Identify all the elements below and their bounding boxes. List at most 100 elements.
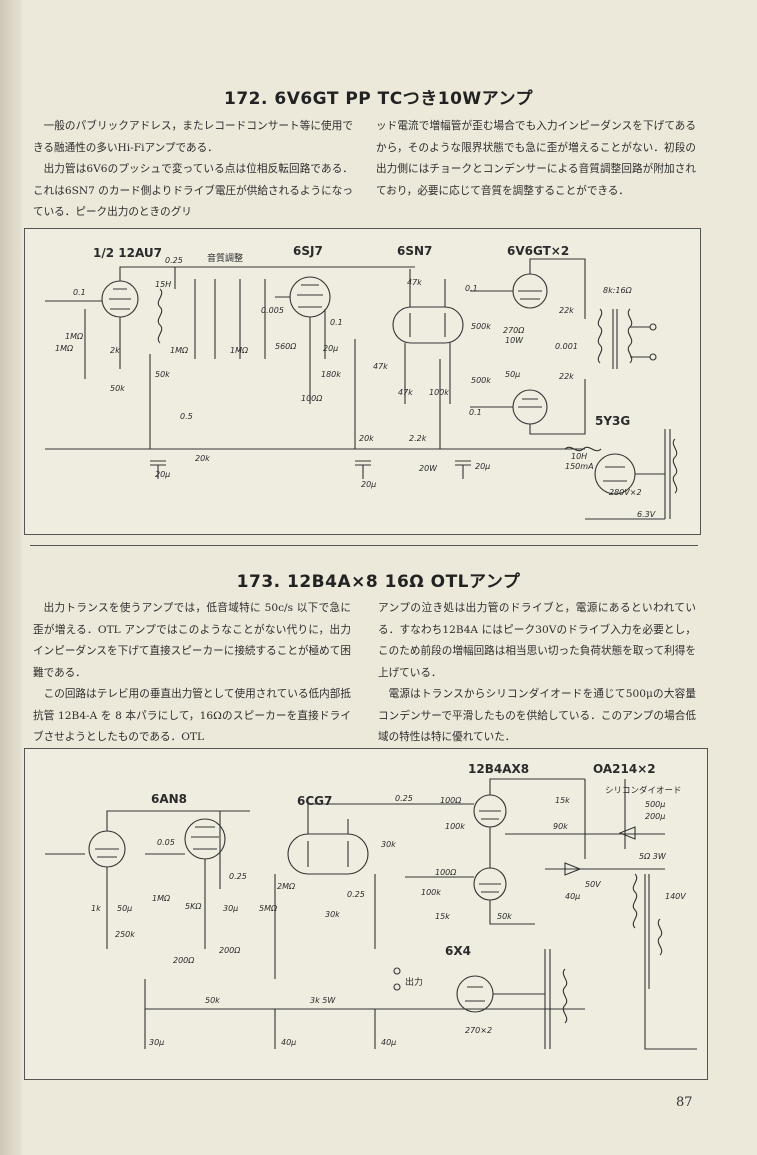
value-label: 30k [381, 840, 396, 849]
value-label: 40μ [565, 892, 580, 901]
value-label: 40μ [381, 1038, 396, 1047]
section-173-right-column: アンプの泣き処は出力管のドライブと，電源にあるといわれている．すなわち12B4A… [378, 598, 696, 749]
value-label: 20W [419, 464, 438, 473]
value-label: 250k [115, 930, 135, 939]
tube-6an8-pentode-symbol [184, 818, 226, 860]
tube-label-6cg7: 6CG7 [297, 794, 332, 808]
value-label: 180k [321, 370, 341, 379]
section-173-title: 173. 12B4A×8 16Ω OTLアンプ [236, 572, 521, 592]
tube-6x4-symbol [456, 975, 494, 1013]
value-label: 1k [91, 904, 101, 913]
section-172-title: 172. 6V6GT PP TCつき10Wアンプ [224, 89, 533, 109]
value-label: 0.25 [347, 890, 365, 899]
tube-label-6x4: 6X4 [445, 944, 471, 958]
tone-control-label: 音質調整 [207, 252, 243, 264]
book-binding-shadow [0, 0, 22, 1155]
section-173-paragraph-1: 出力トランスを使うアンプでは，低音域特に 50c/s 以下で急に歪が増える．OT… [33, 602, 351, 679]
output-label: 出力 [405, 976, 423, 988]
value-label: 1MΩ [152, 894, 171, 903]
value-label: 0.001 [555, 342, 578, 351]
section-divider [30, 545, 698, 546]
value-label: 100k [429, 388, 449, 397]
section-172-paragraph-2: 出力管は6V6のプッシュで変っている点は位相反転回路である．これは6SN7 のカ… [33, 163, 353, 218]
schematic-172: 1/2 12AU7 6SJ7 6SN7 6V6GT×2 5Y3G 音質調整 0.… [45, 244, 678, 520]
schematic-172-panel: 1/2 12AU7 6SJ7 6SN7 6V6GT×2 5Y3G 音質調整 0.… [24, 228, 701, 535]
schematic-172-component-values: 0.1 0.25 15H 1MΩ 1MΩ 2k 50k 1MΩ 1MΩ 0.00… [55, 256, 656, 519]
value-label: 20k [195, 454, 210, 463]
diode-label: シリコンダイオード [605, 785, 682, 796]
value-label: 20μ [155, 470, 170, 479]
value-label: 1MΩ [230, 346, 249, 355]
tube-6cg7-symbol [287, 833, 369, 875]
value-label: 50k [155, 370, 170, 379]
value-label: 270Ω [503, 326, 525, 335]
value-label: 100Ω [440, 796, 462, 805]
value-label: 15k [555, 796, 570, 805]
value-label: 30k [325, 910, 340, 919]
value-label: 0.25 [165, 256, 183, 265]
value-label: 500k [471, 376, 491, 385]
value-label: 2k [110, 346, 120, 355]
value-label: 10W [505, 336, 524, 345]
value-label: 0.1 [469, 408, 482, 417]
value-label: 270×2 [465, 1026, 492, 1035]
page-number: 87 [676, 1095, 693, 1110]
section-172-right-column: ッド電流で増幅管が歪む場合でも入力インピーダンスを下げてあるから，そのような限界… [376, 116, 696, 202]
tube-label-6an8: 6AN8 [151, 792, 187, 806]
value-label: 100Ω [301, 394, 323, 403]
value-label: 5Ω 3W [639, 852, 667, 861]
section-172-paragraph-3: ッド電流で増幅管が歪む場合でも入力インピーダンスを下げてあるから，そのような限界… [376, 120, 696, 197]
value-label: 6.3V [637, 510, 656, 519]
value-label: 50V [585, 880, 601, 889]
tube-label-oa214: OA214×2 [593, 762, 656, 776]
value-label: 20μ [475, 462, 490, 471]
value-label: 30μ [149, 1038, 164, 1047]
section-173-paragraph-2: この回路はテレビ用の垂直出力管として使用されている低内部抵抗管 12B4-A を… [33, 688, 351, 743]
tube-label-6sn7: 6SN7 [397, 244, 432, 258]
tube-label-5y3g: 5Y3G [595, 414, 630, 428]
tube-6sn7-symbol [392, 306, 464, 344]
value-label: 22k [559, 306, 574, 315]
value-label: 10H [571, 452, 587, 461]
value-label: 22k [559, 372, 574, 381]
value-label: 560Ω [275, 342, 297, 351]
value-label: 0.25 [395, 794, 413, 803]
schematic-173: 6AN8 6CG7 12B4AX8 OA214×2 6X4 シリコンダイオード … [45, 762, 697, 1050]
value-label: 15k [435, 912, 450, 921]
value-label: 47k [407, 278, 422, 287]
section-172-left-column: 一般のパブリックアドレス，またレコードコンサート等に使用できる融通性の多いHi-… [33, 116, 353, 224]
value-label: 40μ [281, 1038, 296, 1047]
value-label: 1MΩ [65, 332, 84, 341]
value-label: 200Ω [219, 946, 241, 955]
section-173-paragraph-3: アンプの泣き処は出力管のドライブと，電源にあるといわれている．すなわち12B4A… [378, 602, 696, 679]
value-label: 8k:16Ω [603, 286, 633, 295]
value-label: 3k 5W [310, 996, 336, 1005]
value-label: 140V [665, 892, 686, 901]
value-label: 47k [398, 388, 413, 397]
value-label: 50k [205, 996, 220, 1005]
value-label: 0.1 [73, 288, 86, 297]
section-172-paragraph-1: 一般のパブリックアドレス，またレコードコンサート等に使用できる融通性の多いHi-… [33, 120, 353, 154]
value-label: 20k [359, 434, 374, 443]
value-label: 0.5 [180, 412, 193, 421]
value-label: 20μ [361, 480, 376, 489]
value-label: 50k [497, 912, 512, 921]
tube-label-12b4a: 12B4AX8 [468, 762, 529, 776]
value-label: 500k [471, 322, 491, 331]
value-label: 500μ [645, 800, 665, 809]
value-label: 50μ [117, 904, 132, 913]
value-label: 15H [155, 280, 171, 289]
value-label: 0.005 [261, 306, 284, 315]
tube-label-12au7: 1/2 12AU7 [93, 246, 162, 260]
section-173-left-column: 出力トランスを使うアンプでは，低音域特に 50c/s 以下で急に歪が増える．OT… [33, 598, 351, 749]
value-label: 0.05 [157, 838, 175, 847]
schematic-173-component-values: 0.05 1MΩ 1k 50μ 250k 5KΩ 0.25 30μ 5MΩ 2M… [91, 794, 686, 1047]
section-173-paragraph-4: 電源はトランスからシリコンダイオードを通じて500μの大容量コンデンサーで平滑し… [378, 688, 696, 743]
value-label: 5KΩ [185, 902, 202, 911]
tube-label-6sj7: 6SJ7 [293, 244, 323, 258]
tube-label-6v6gt: 6V6GT×2 [507, 244, 569, 258]
value-label: 100Ω [435, 868, 457, 877]
value-label: 2.2k [409, 434, 427, 443]
tube-6sj7-symbol [289, 276, 331, 318]
